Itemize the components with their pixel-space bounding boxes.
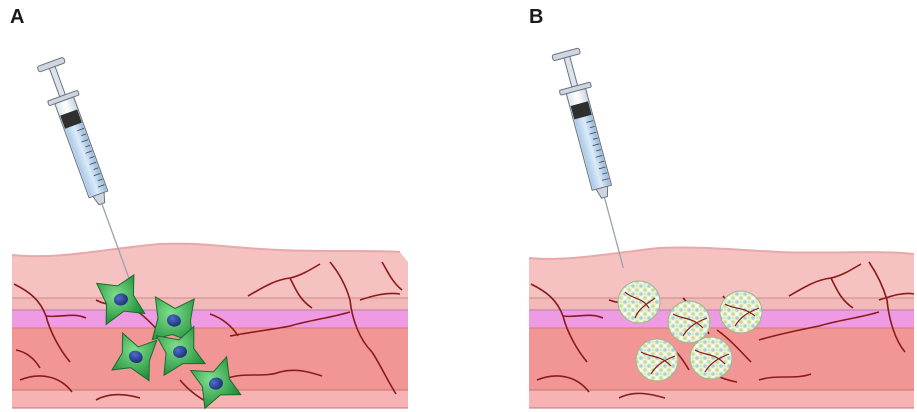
panel-a-illustration [0,0,458,412]
scaffold-aggregate [618,281,660,323]
panel-a: A [0,0,458,412]
plunger-rod [564,56,578,87]
panel-b: B [459,0,917,412]
syringe-fluid [574,115,610,189]
panel-b-illustration [459,0,917,412]
scaffold-aggregate [720,291,762,333]
scaffold-aggregate [636,339,678,381]
scaffold-aggregate [668,301,710,343]
plunger-rod [49,66,65,96]
tissue-layer-band [12,298,408,310]
scaffold-aggregate [690,337,732,379]
tissue-block [529,247,914,408]
syringe [550,47,639,272]
